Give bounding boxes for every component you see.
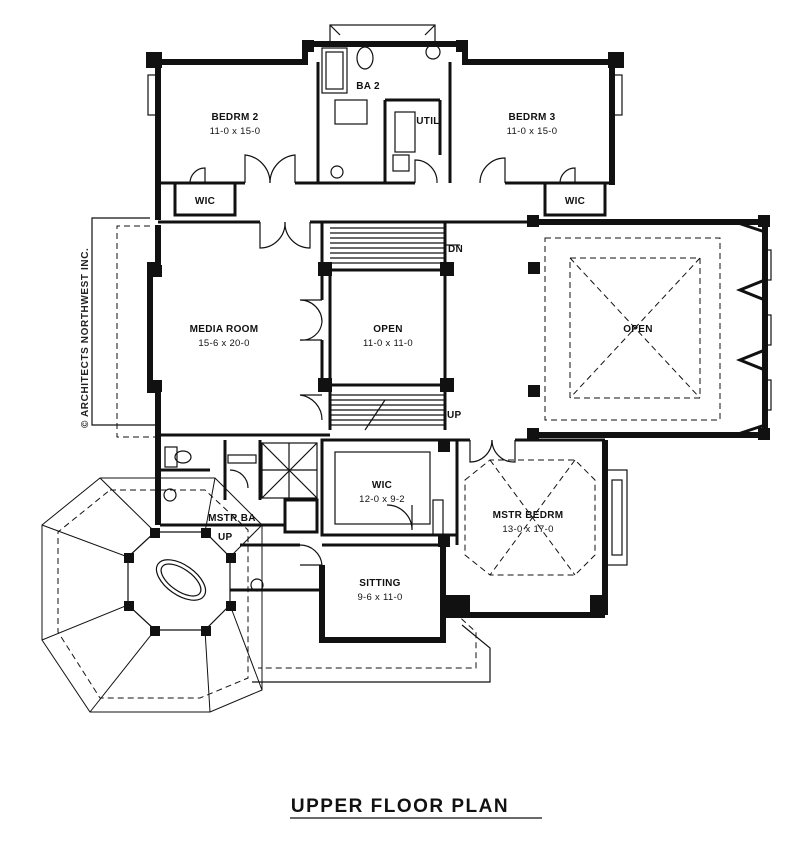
architect-credit: © ARCHITECTS NORTHWEST INC. [80,248,91,428]
columns [150,215,770,615]
roof-outline [91,217,491,683]
shower [227,442,318,499]
bedrm3-size: 11-0 x 15-0 [507,126,558,137]
wic-master-name: WIC [372,480,392,491]
sitting-name: SITTING [359,578,401,589]
media-room-size: 15-6 x 20-0 [198,338,249,349]
open-center-size: 11-0 x 11-0 [363,338,413,349]
wic-left-name: WIC [195,196,215,207]
open-right-name: OPEN [623,324,653,335]
mstr-bedrm-name: MSTR BEDRM [493,510,564,521]
wic-master-size: 12-0 x 9-2 [359,494,405,505]
open-center-name: OPEN [373,324,403,335]
wic-right-name: WIC [565,196,585,207]
bedrm3-name: BEDRM 3 [508,112,555,123]
plan-title: UPPER FLOOR PLAN [291,796,509,817]
ba2-name: BA 2 [356,81,380,92]
media-room-name: MEDIA ROOM [190,324,259,335]
bath-step-up-label: UP [218,532,233,543]
util-name: UTIL [416,116,439,127]
fixtures [163,44,444,592]
doors [189,154,576,566]
mstr-ba-name: MSTR BA [208,513,256,524]
open-vault [544,220,772,437]
stair-up [330,394,445,431]
interior-walls [158,62,612,592]
bedrm2-name: BEDRM 2 [211,112,258,123]
tower-roof [41,477,263,713]
bay-windows [147,24,628,566]
bedrm2-size: 11-0 x 15-0 [210,126,261,137]
mstr-bedrm-size: 13-0 x 17-0 [502,524,553,535]
sitting-size: 9-6 x 11-0 [357,592,402,603]
stair-down-label: DN [448,244,463,255]
room-labels: BEDRM 2 11-0 x 15-0 BA 2 UTIL BEDRM 3 11… [190,81,653,603]
mstr-ceiling [464,459,596,576]
stair-up-label: UP [447,410,462,421]
stair-down [330,227,460,264]
